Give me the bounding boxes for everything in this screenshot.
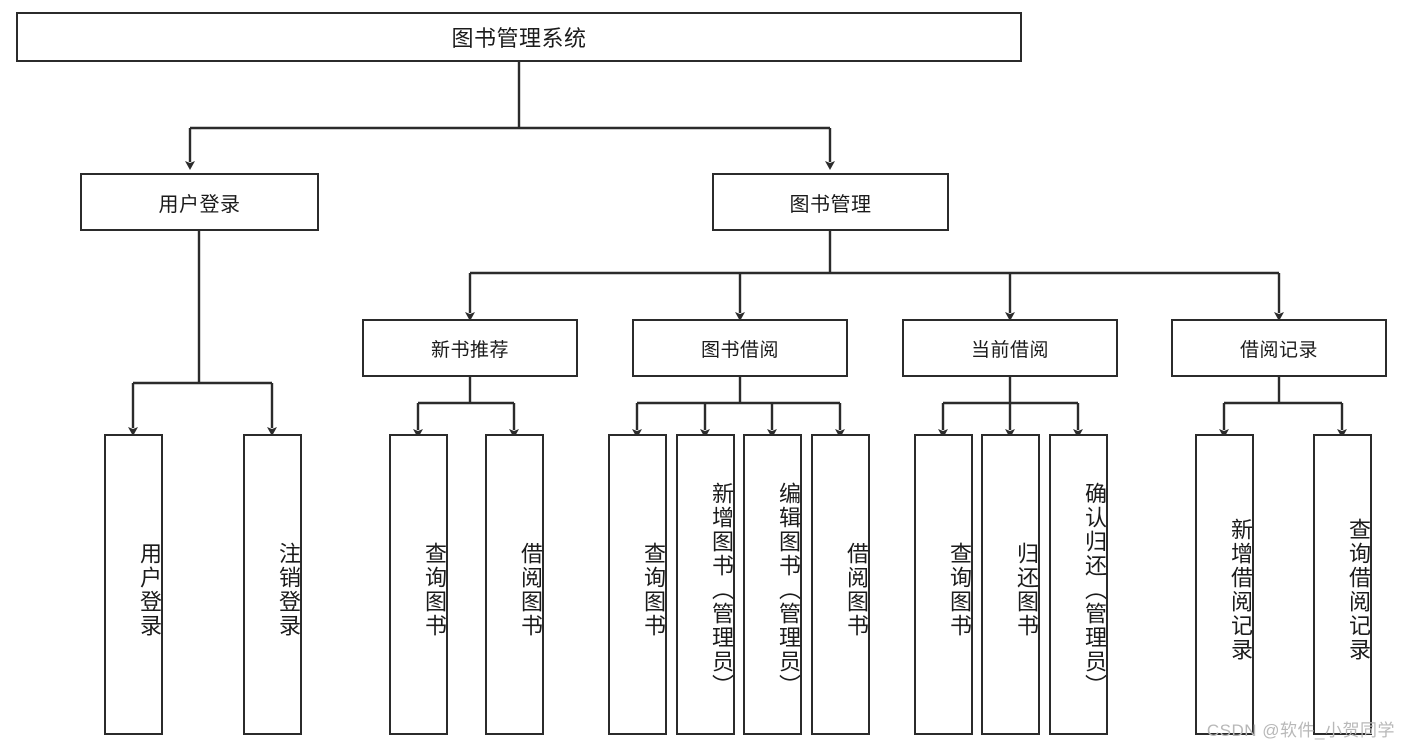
node-label: 查询图书 <box>947 541 972 638</box>
leaf-recommend-query-book[interactable]: 查询图书 <box>389 434 448 735</box>
node-label: 新增图书（管理员） <box>709 481 734 698</box>
node-book-borrow[interactable]: 图书借阅 <box>632 319 848 377</box>
node-label: 编辑图书（管理员） <box>776 481 801 698</box>
node-root-book-management-system[interactable]: 图书管理系统 <box>16 12 1022 62</box>
leaf-current-confirm-return-admin[interactable]: 确认归还（管理员） <box>1049 434 1108 735</box>
node-label: 查询借阅记录 <box>1346 517 1371 662</box>
leaf-user-login-logout[interactable]: 注销登录 <box>243 434 302 735</box>
leaf-record-add-borrow-record[interactable]: 新增借阅记录 <box>1195 434 1254 735</box>
leaf-borrow-query-book[interactable]: 查询图书 <box>608 434 667 735</box>
node-label: 注销登录 <box>276 541 301 638</box>
node-book-management[interactable]: 图书管理 <box>712 173 949 231</box>
leaf-current-return-book[interactable]: 归还图书 <box>981 434 1040 735</box>
node-label: 新增借阅记录 <box>1228 517 1253 662</box>
node-label: 查询图书 <box>422 541 447 638</box>
node-label: 新书推荐 <box>430 339 509 361</box>
node-label: 图书管理 <box>789 193 872 216</box>
leaf-record-query-borrow-record[interactable]: 查询借阅记录 <box>1313 434 1372 735</box>
node-label: 借阅记录 <box>1239 339 1318 361</box>
leaf-borrow-edit-book-admin[interactable]: 编辑图书（管理员） <box>743 434 802 735</box>
leaf-user-login-login[interactable]: 用户登录 <box>104 434 163 735</box>
node-user-login[interactable]: 用户登录 <box>80 173 319 231</box>
watermark: CSDN @软件_小贺同学 <box>1206 721 1395 740</box>
node-label: 图书借阅 <box>700 339 779 361</box>
node-label: 归还图书 <box>1014 541 1039 638</box>
leaf-borrow-borrow-book[interactable]: 借阅图书 <box>811 434 870 735</box>
leaf-recommend-borrow-book[interactable]: 借阅图书 <box>485 434 544 735</box>
leaf-borrow-add-book-admin[interactable]: 新增图书（管理员） <box>676 434 735 735</box>
node-label: 确认归还（管理员） <box>1082 481 1107 698</box>
node-new-book-recommend[interactable]: 新书推荐 <box>362 319 578 377</box>
leaf-current-query-book[interactable]: 查询图书 <box>914 434 973 735</box>
node-label: 当前借阅 <box>970 339 1049 361</box>
node-label: 借阅图书 <box>844 541 869 638</box>
node-label: 用户登录 <box>137 541 162 638</box>
node-label: 借阅图书 <box>518 541 543 638</box>
node-label: 图书管理系统 <box>451 26 587 51</box>
node-label: 查询图书 <box>641 541 666 638</box>
node-current-borrow[interactable]: 当前借阅 <box>902 319 1118 377</box>
node-borrow-record[interactable]: 借阅记录 <box>1171 319 1387 377</box>
node-label: 用户登录 <box>158 193 241 216</box>
